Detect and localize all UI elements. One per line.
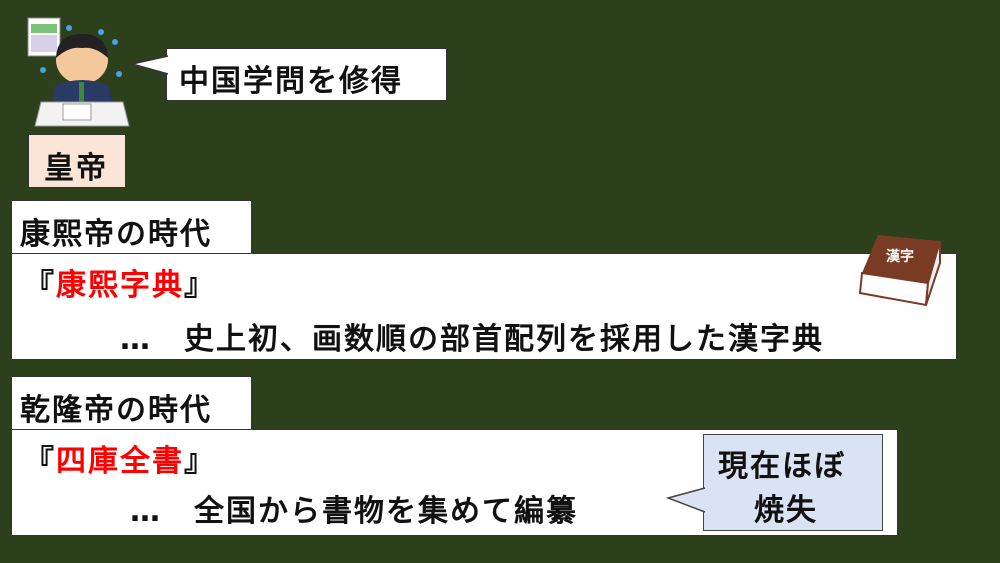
qianlong-title: 四庫全書 xyxy=(56,444,184,479)
kanji-dictionary-book-icon: 漢字 xyxy=(858,235,941,307)
speech-bubble-tail xyxy=(131,55,169,75)
qianlong-description: … 全国から書物を集めて編纂 xyxy=(130,494,578,529)
kangxi-era-text: 康熙帝の時代 xyxy=(20,217,212,252)
qianlong-era-text: 乾隆帝の時代 xyxy=(20,393,212,428)
sweat-drops-icon xyxy=(40,25,122,77)
bracket-open: 『 xyxy=(24,268,56,303)
bracket-close: 』 xyxy=(184,444,216,479)
kangxi-content-box: 『康熙字典』 … 史上初、画数順の部首配列を採用した漢字典 xyxy=(11,253,957,360)
callout-line2: 焼失 xyxy=(754,493,818,528)
bracket-close: 』 xyxy=(184,268,216,303)
bracket-open: 『 xyxy=(24,444,56,479)
kangxi-title-line: 『康熙字典』 xyxy=(24,260,216,304)
kangxi-era-label: 康熙帝の時代 xyxy=(11,200,252,254)
speech-bubble: 中国学問を修得 xyxy=(166,48,447,101)
kangxi-title: 康熙字典 xyxy=(56,268,184,303)
emperor-label-box: 皇帝 xyxy=(28,134,126,188)
kangxi-description: … 史上初、画数順の部首配列を採用した漢字典 xyxy=(120,322,824,357)
emperor-label: 皇帝 xyxy=(44,151,108,186)
qianlong-title-line: 『四庫全書』 xyxy=(24,436,216,480)
callout-line1: 現在ほぼ xyxy=(718,449,846,484)
callout-tail xyxy=(666,487,706,513)
book-text: 漢字 xyxy=(886,248,914,265)
speech-text: 中国学問を修得 xyxy=(179,64,403,99)
lost-callout: 現在ほぼ 焼失 xyxy=(703,434,883,531)
qianlong-era-label: 乾隆帝の時代 xyxy=(11,376,252,430)
studying-emperor-illustration xyxy=(27,17,130,127)
calendar-icon xyxy=(27,17,61,57)
